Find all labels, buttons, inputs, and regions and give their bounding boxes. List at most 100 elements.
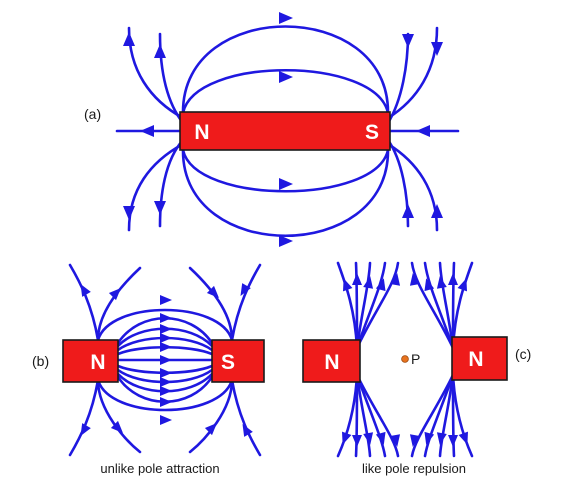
north-magnet — [62, 339, 119, 383]
arrow-marker — [108, 288, 121, 301]
field-line — [355, 373, 372, 458]
point-p-marker — [401, 355, 409, 363]
arrow-marker — [110, 420, 123, 433]
arrow-marker — [402, 204, 414, 218]
field-line — [336, 261, 359, 350]
field-line — [158, 32, 185, 125]
arrow-marker — [457, 278, 467, 292]
arrow-marker — [242, 423, 253, 437]
arrow-marker — [160, 355, 172, 365]
field-line — [355, 373, 400, 458]
field-line — [355, 261, 387, 350]
field-line — [451, 261, 474, 350]
right-pole-label: N — [468, 348, 483, 371]
arrow-marker — [363, 432, 374, 445]
right-north-magnet — [451, 336, 508, 381]
field-line — [355, 373, 387, 458]
arrow-marker — [160, 415, 172, 425]
arrow-marker — [160, 333, 172, 343]
arrow-marker — [160, 324, 172, 334]
arrow-marker — [436, 432, 447, 445]
field-line — [188, 266, 234, 342]
arrow-marker — [123, 32, 135, 46]
field-line — [158, 138, 185, 228]
field-line — [355, 261, 372, 350]
arrow-marker — [160, 368, 172, 378]
field-line — [336, 373, 359, 458]
arrow-marker — [154, 44, 166, 58]
arrow-marker — [363, 276, 374, 289]
arrow-marker — [448, 273, 458, 285]
arrow-marker — [424, 278, 435, 292]
arrow-marker — [123, 206, 135, 220]
panel-a-arrows — [123, 12, 443, 247]
arrow-marker — [375, 278, 386, 292]
field-line — [354, 373, 359, 458]
field-line — [96, 378, 234, 412]
field-line — [96, 266, 142, 342]
arrow-marker — [279, 178, 293, 190]
panel-c-field-lines — [336, 261, 474, 458]
bar-magnet — [179, 111, 391, 151]
arrow-marker — [409, 434, 420, 447]
arrow-marker — [80, 423, 91, 437]
arrow-marker — [448, 435, 458, 447]
arrow-marker — [206, 285, 219, 298]
field-line — [127, 26, 185, 120]
field-line — [230, 378, 262, 457]
field-line — [96, 308, 234, 342]
field-line — [386, 26, 439, 120]
north-pole-label: N — [90, 351, 105, 374]
panel-c: N N P (c) like pole repulsion — [302, 261, 531, 476]
arrow-marker — [352, 435, 362, 447]
left-north-magnet — [302, 339, 361, 383]
arrow-marker — [436, 276, 447, 289]
arrow-marker — [416, 125, 430, 137]
field-line — [181, 25, 390, 114]
arrow-marker — [390, 273, 401, 286]
south-pole-label: S — [221, 351, 235, 374]
field-line — [423, 261, 455, 350]
field-line — [438, 373, 455, 458]
arrow-marker — [154, 201, 166, 215]
field-line — [68, 378, 100, 457]
arrow-marker — [279, 71, 293, 83]
arrow-marker — [424, 431, 435, 445]
arrow-marker — [140, 125, 154, 137]
south-magnet — [211, 339, 265, 383]
arrow-marker — [431, 42, 443, 56]
panel-b-arrows — [80, 283, 253, 437]
arrow-marker — [160, 386, 172, 396]
arrow-marker — [342, 431, 352, 445]
south-pole-label: S — [365, 121, 379, 144]
arrow-marker — [279, 235, 293, 247]
arrow-marker — [390, 434, 401, 447]
arrow-marker — [352, 273, 362, 285]
field-line — [181, 149, 390, 237]
field-line — [181, 68, 390, 115]
arrow-marker — [160, 377, 172, 387]
north-pole-label: N — [194, 121, 209, 144]
left-pole-label: N — [324, 351, 339, 374]
arrow-marker — [160, 397, 172, 407]
field-line — [355, 261, 400, 350]
field-line — [68, 263, 100, 342]
field-line — [230, 263, 262, 342]
panel-c-arrows — [342, 273, 468, 447]
arrow-marker — [279, 12, 293, 24]
panel-c-label: (c) — [515, 346, 531, 362]
panel-b-caption: unlike pole attraction — [100, 461, 219, 476]
field-line — [127, 142, 185, 232]
arrow-marker — [458, 431, 468, 445]
panel-b: N S (b) unlike pole attraction — [32, 263, 265, 476]
arrow-marker — [431, 204, 443, 218]
arrow-marker — [160, 313, 172, 323]
arrow-marker — [375, 431, 386, 445]
arrow-marker — [240, 283, 251, 297]
arrow-marker — [160, 295, 172, 305]
field-line — [181, 148, 390, 193]
arrow-marker — [160, 342, 172, 352]
field-line — [354, 261, 359, 350]
field-line — [451, 373, 456, 458]
